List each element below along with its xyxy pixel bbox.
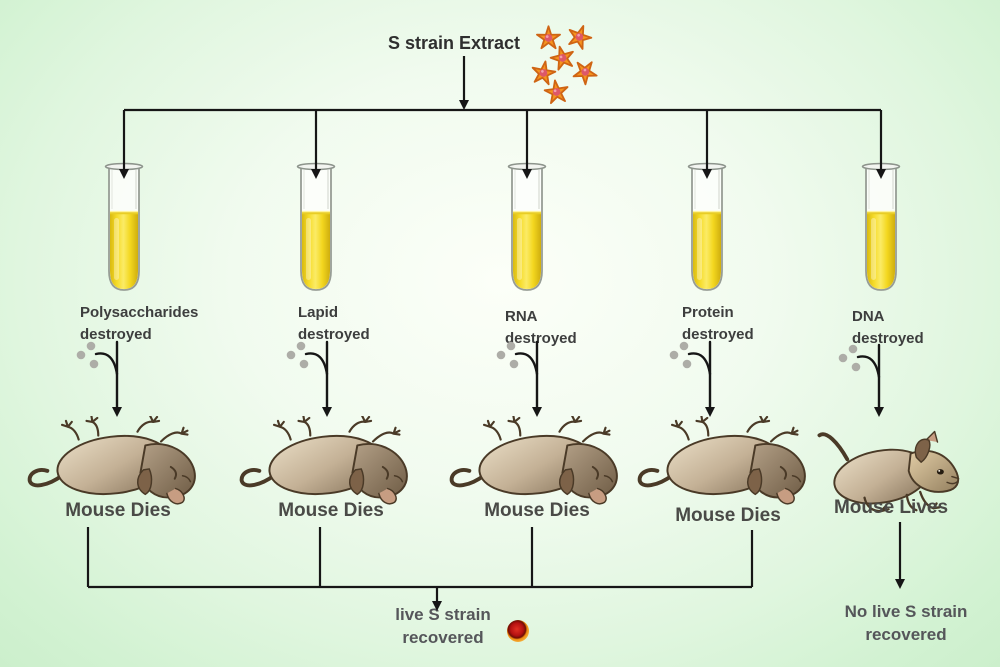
test-tube-dna — [860, 161, 902, 296]
treatment-label-dna: DNA destroyed — [852, 306, 924, 350]
outcome-label-mouse-lives: Mouse Lives — [833, 497, 949, 518]
outcome-label-mouse-dies: Mouse Dies — [484, 500, 590, 521]
test-tube-lipid — [295, 161, 337, 296]
outcome-label-mouse-dies: Mouse Dies — [278, 500, 384, 521]
result-line: live S strain — [395, 605, 491, 624]
s-strain-star-icon — [541, 76, 571, 106]
result-label-live-s-strain-recovered: live S strain recovered — [395, 603, 490, 649]
outcome-label-mouse-dies: Mouse Dies — [675, 505, 781, 526]
treatment-line: destroyed — [505, 330, 577, 347]
outcome-label-mouse-dies: Mouse Dies — [65, 500, 171, 521]
result-label-no-live-s-strain-recovered: No live S strain recovered — [845, 600, 968, 646]
treatment-line: Polysaccharides — [80, 304, 199, 321]
treatment-line: Lapid — [298, 304, 338, 321]
s-strain-bacterium-icon — [507, 620, 529, 642]
treatment-line: DNA — [852, 308, 885, 325]
enzyme-branch-curve — [856, 355, 881, 379]
treatment-label-lipid: Lapid destroyed — [298, 302, 370, 346]
treatment-line: destroyed — [852, 330, 924, 347]
treatment-label-rna: RNA destroyed — [505, 306, 577, 350]
test-tube-protein — [686, 161, 728, 296]
test-tube-polysaccharides — [103, 161, 145, 296]
treatment-line: Protein — [682, 304, 734, 321]
dead-mouse-illustration — [633, 416, 811, 514]
treatment-line: destroyed — [298, 326, 370, 343]
result-line: No live S strain — [844, 602, 968, 621]
test-tube-rna — [506, 161, 548, 296]
enzyme-branch-curve — [94, 352, 119, 376]
enzyme-molecule-dots-icon — [76, 341, 861, 372]
enzyme-branch-curve — [687, 352, 712, 376]
treatment-label-protein: Protein destroyed — [682, 302, 754, 346]
treatment-line: destroyed — [682, 326, 754, 343]
result-line: recovered — [865, 625, 947, 644]
treatment-label-polysaccharides: Polysaccharides destroyed — [80, 302, 198, 346]
treatment-line: RNA — [505, 308, 538, 325]
enzyme-branch-curve — [304, 352, 329, 376]
enzyme-branch-curve — [514, 352, 539, 376]
treatment-line: destroyed — [80, 326, 152, 343]
diagram-title: S strain Extract — [387, 33, 521, 53]
result-line: recovered — [402, 628, 484, 647]
